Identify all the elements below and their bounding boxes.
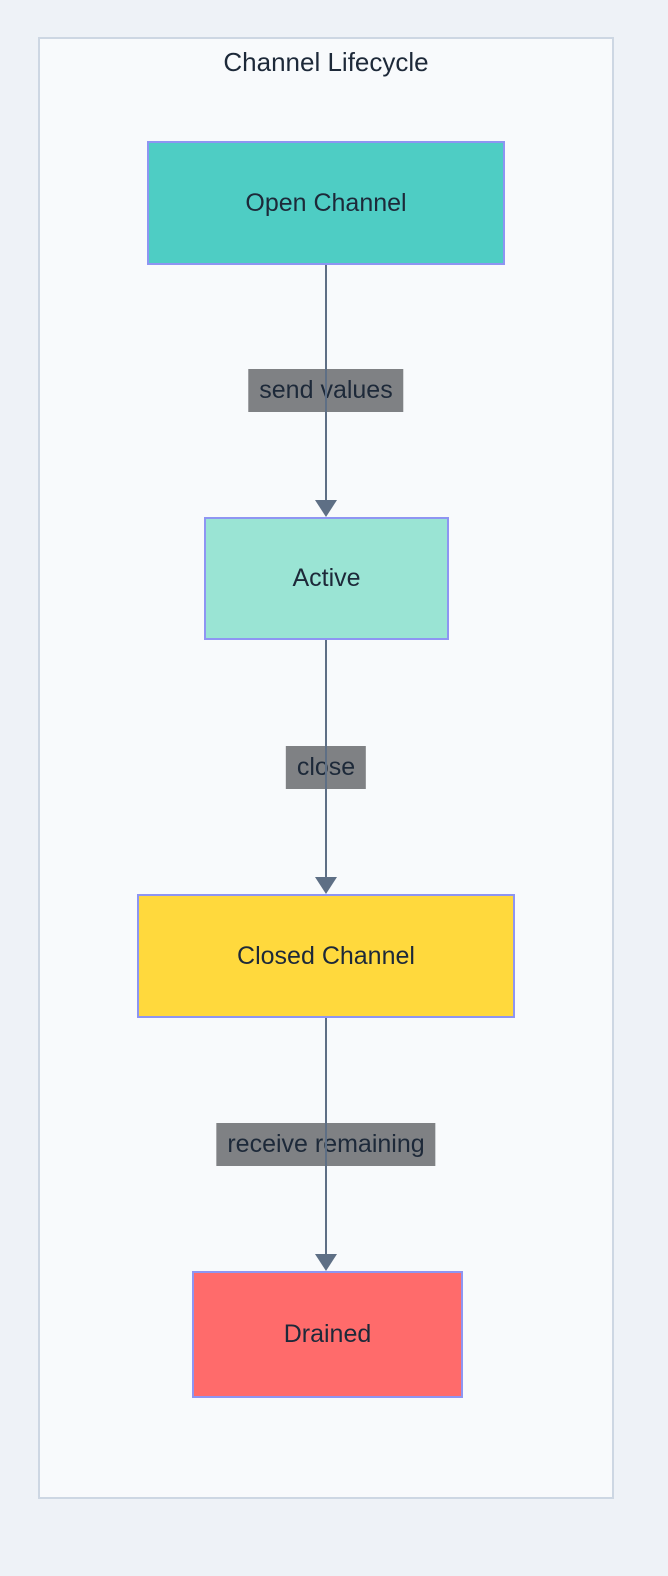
node-active: Active: [204, 517, 449, 640]
edge-line-open-to-active: [325, 265, 327, 501]
arrowhead-down-icon: [315, 500, 337, 517]
edge-line-closed-to-drained: [325, 1018, 327, 1255]
node-open-channel: Open Channel: [147, 141, 505, 265]
node-drained: Drained: [192, 1271, 463, 1398]
edge-line-active-to-closed: [325, 640, 327, 878]
diagram-title: Channel Lifecycle: [223, 47, 429, 77]
node-closed-channel: Closed Channel: [137, 894, 515, 1018]
arrowhead-down-icon: [315, 877, 337, 894]
diagram-canvas: Channel Lifecycle Open Channel Active Cl…: [38, 37, 614, 1499]
arrowhead-down-icon: [315, 1254, 337, 1271]
